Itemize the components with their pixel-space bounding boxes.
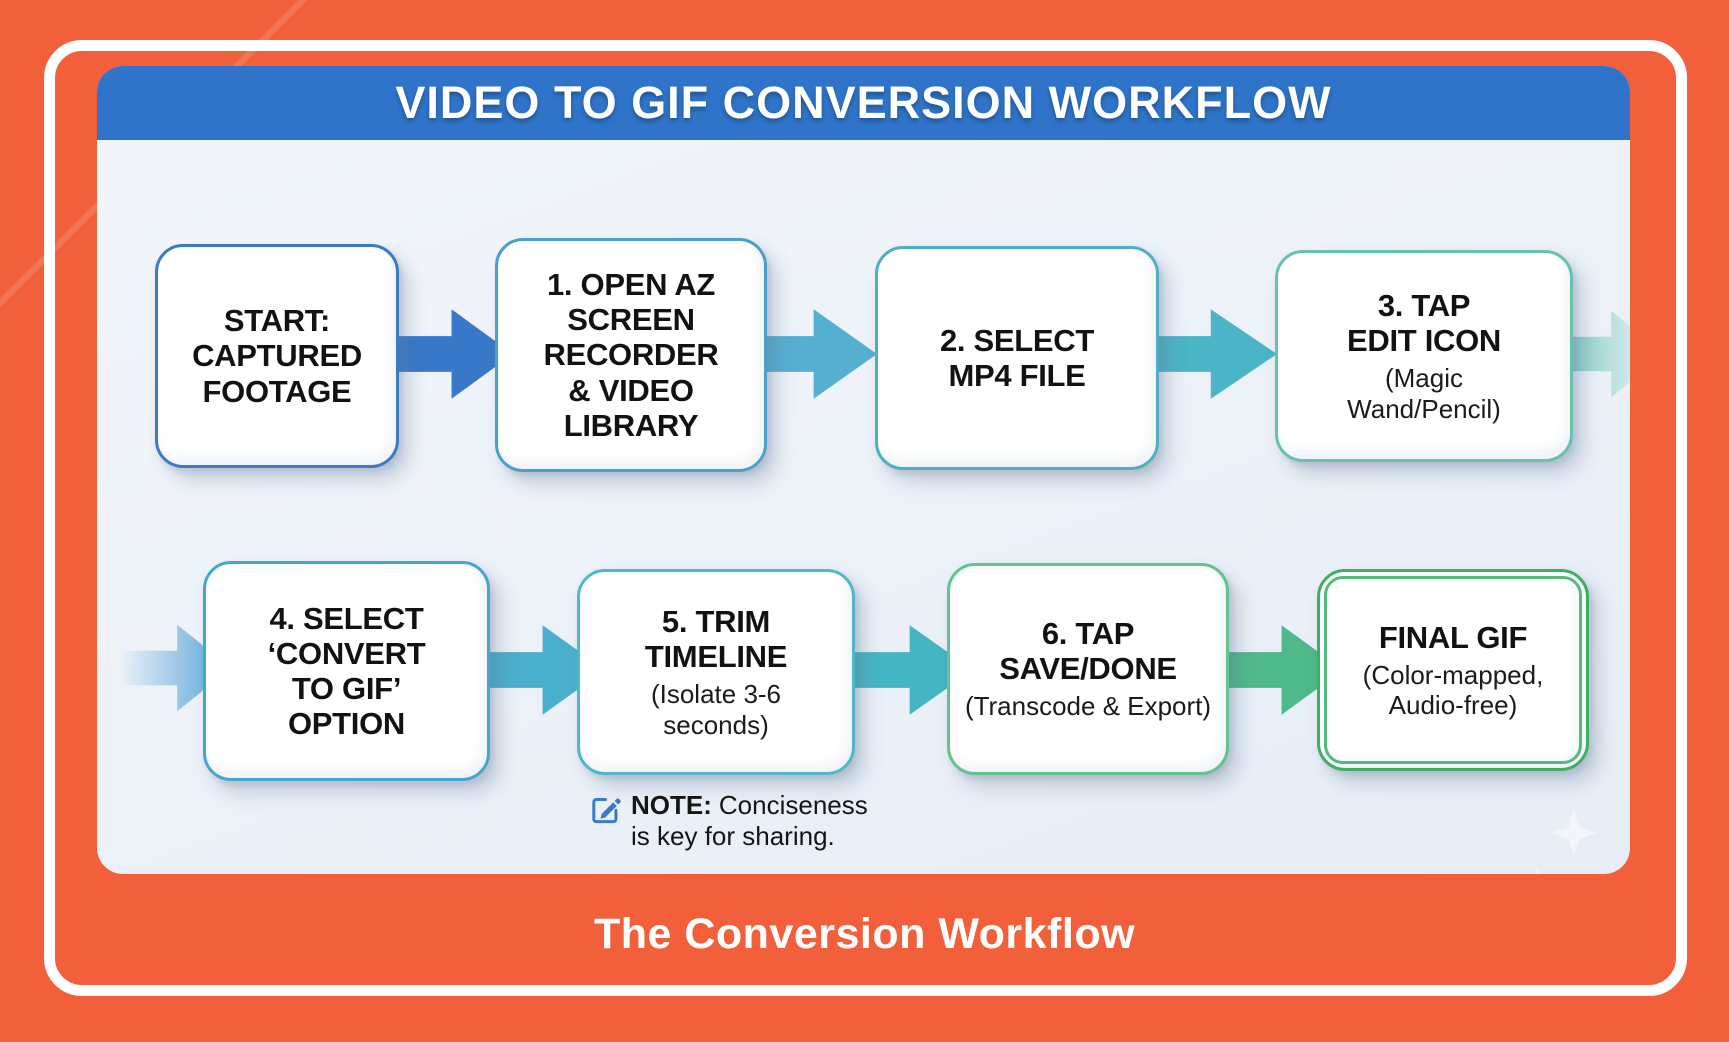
flow-box-step3: 3. TAP EDIT ICON (Magic Wand/Pencil) (1275, 250, 1573, 462)
flow-box-step6: 6. TAP SAVE/DONE (Transcode & Export) (947, 563, 1229, 775)
arrow-start-to-step1 (385, 309, 513, 399)
note-label: NOTE: (631, 790, 712, 820)
workflow-title: VIDEO TO GIF CONVERSION WORKFLOW (395, 77, 1332, 128)
flow-box-step4: 4. SELECT ‘CONVERT TO GIF’ OPTION (203, 561, 490, 781)
flow-box-step1-title: 1. OPEN AZ SCREEN RECORDER & VIDEO LIBRA… (543, 267, 719, 443)
sparkle-icon (1549, 808, 1599, 858)
flow-box-final-sub: (Color-mapped, Audio-free) (1362, 659, 1544, 720)
note-body: Conciseness is key for sharing. (631, 790, 868, 851)
workflow-panel: VIDEO TO GIF CONVERSION WORKFLOW START: … (97, 66, 1630, 874)
note-text-block: NOTE:Conciseness is key for sharing. (631, 790, 868, 851)
flow-box-final-title: FINAL GIF (1378, 619, 1528, 655)
flow-box-start: START: CAPTURED FOOTAGE (155, 244, 399, 468)
flow-box-step4-title: 4. SELECT ‘CONVERT TO GIF’ OPTION (267, 600, 426, 742)
panel-header-bar: VIDEO TO GIF CONVERSION WORKFLOW (97, 66, 1630, 140)
flow-box-step1: 1. OPEN AZ SCREEN RECORDER & VIDEO LIBRA… (495, 238, 767, 472)
flow-box-step3-sub: (Magic Wand/Pencil) (1347, 363, 1501, 424)
arrow-step2-to-step3 (1139, 309, 1277, 399)
flow-box-start-title: START: CAPTURED FOOTAGE (192, 303, 362, 409)
flow-box-final-inner: FINAL GIF (Color-mapped, Audio-free) (1324, 576, 1582, 764)
flow-box-step6-title: 6. TAP SAVE/DONE (999, 616, 1177, 687)
flow-box-step5-title: 5. TRIM TIMELINE (644, 604, 788, 675)
edit-note-icon (592, 797, 621, 824)
flow-box-step6-sub: (Transcode & Export) (964, 691, 1212, 722)
flow-box-final: FINAL GIF (Color-mapped, Audio-free) (1317, 569, 1589, 771)
flow-box-step3-title: 3. TAP EDIT ICON (1346, 288, 1502, 359)
flow-box-step2-title: 2. SELECT MP4 FILE (939, 322, 1095, 393)
note-annotation: NOTE:Conciseness is key for sharing. (589, 790, 889, 851)
flow-box-step5: 5. TRIM TIMELINE (Isolate 3-6 seconds) (577, 569, 855, 775)
flow-box-step5-sub: (Isolate 3-6 seconds) (650, 679, 782, 740)
flow-box-step2: 2. SELECT MP4 FILE (875, 246, 1159, 470)
sparkle-icon-small (1525, 866, 1549, 874)
footer-caption: The Conversion Workflow (593, 910, 1136, 958)
